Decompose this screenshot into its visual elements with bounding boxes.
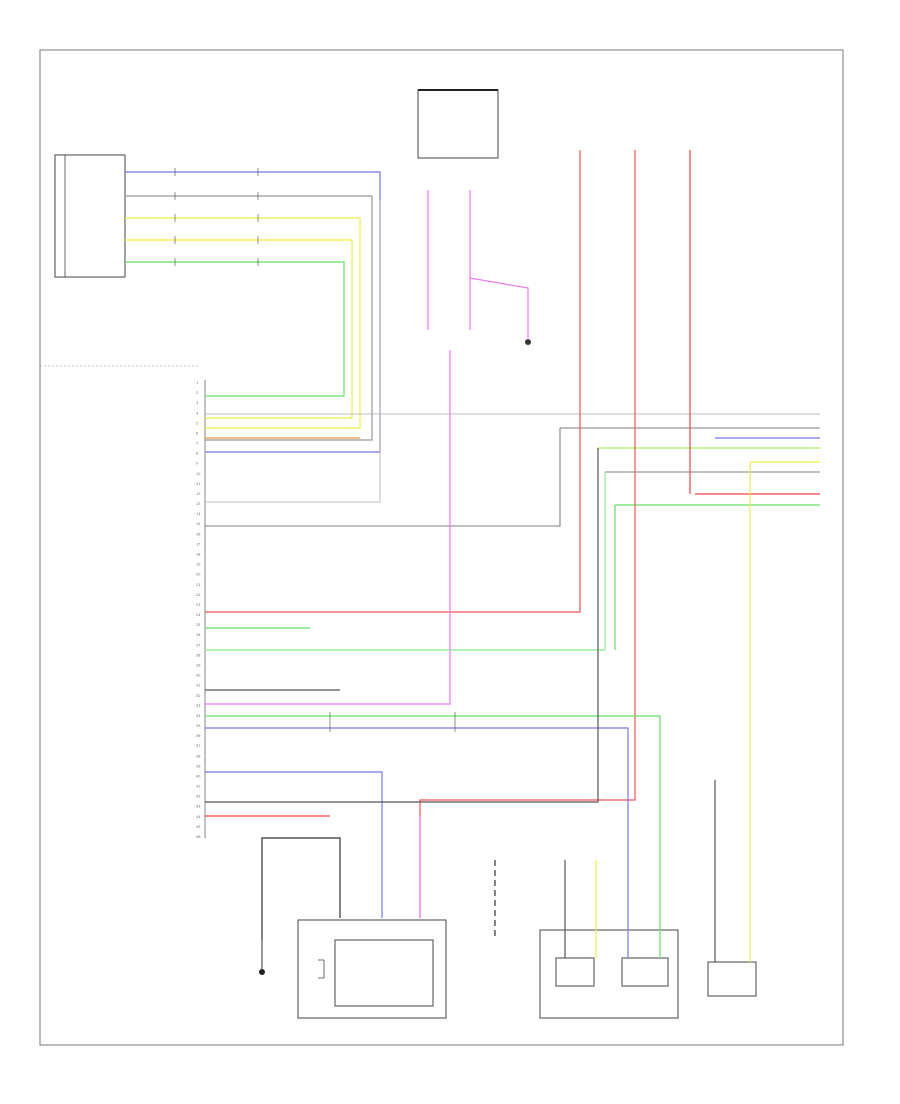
wire-pink-signal (205, 350, 451, 705)
module-pin-number: 39 (196, 764, 200, 768)
module-pin-number: 1 (196, 381, 198, 385)
module-pin-number: 2 (196, 391, 198, 395)
module-pin-number: 26 (196, 633, 200, 637)
module-pin-number: 3 (196, 401, 198, 405)
connector-marks (174, 168, 456, 732)
temp-sensor-connector (54, 154, 126, 278)
module-pin-number: 27 (196, 643, 200, 647)
module-pin-number: 40 (196, 775, 200, 779)
wire-sensor-yellow-2 (125, 239, 353, 419)
ac-relay-left (555, 957, 595, 987)
wire-blue-blower (205, 771, 383, 918)
wire-red-battery (205, 150, 581, 613)
module-pin-number: 13 (196, 502, 200, 506)
rear-component-box (707, 961, 757, 997)
wire-fuse-c-red (419, 150, 636, 918)
diagram-frame (39, 49, 844, 1046)
module-pin-number: 4 (196, 411, 199, 415)
module-pin-number: 9 (196, 462, 198, 466)
blower-box-outline (297, 919, 447, 1019)
module-pin-number: 42 (196, 795, 200, 799)
module-pin-number: 18 (196, 553, 200, 557)
ac-relay-box (539, 929, 679, 1019)
ac-relay-right (621, 957, 669, 987)
module-pin-number: 19 (196, 563, 200, 567)
module-pin-number: 12 (196, 492, 200, 496)
module-pin-number: 23 (196, 603, 200, 607)
hvac-control-module (40, 365, 206, 838)
wire-layer (125, 150, 820, 962)
module-pin-number: 8 (196, 452, 198, 456)
wire-sensor-gray (125, 195, 373, 441)
module-pin-number: 34 (196, 714, 201, 718)
fuse-block (417, 89, 499, 159)
wire-ground-left (261, 837, 341, 940)
module-pin-number: 29 (196, 664, 200, 668)
module-pin-number: 43 (196, 805, 200, 809)
module-pin-number: 11 (196, 482, 200, 486)
wire-sensor-yellow (125, 217, 361, 429)
wire-dark-mid (205, 428, 561, 527)
module-pin-number: 38 (196, 754, 200, 758)
module-pin-number: 16 (196, 532, 200, 536)
wire-blue-hvac (205, 727, 629, 958)
module-pin-number: 44 (196, 815, 201, 819)
wire-green-hvac (205, 715, 661, 958)
module-pin-number: 10 (196, 472, 200, 476)
module-pin-number: 24 (196, 613, 201, 617)
wire-lightgreen-right (205, 472, 606, 651)
module-pin-number: 15 (196, 522, 200, 526)
wire-fuse-b-branch (469, 277, 529, 340)
blower-box-inner (334, 939, 434, 1007)
wire-sensor-blue (125, 171, 381, 453)
ac-relay-box-outline (539, 929, 679, 1019)
module-pin-number: 37 (196, 744, 200, 748)
module-pin-number: 22 (196, 593, 200, 597)
module-pin-number: 31 (196, 684, 200, 688)
module-pin-number: 41 (196, 785, 200, 789)
module-pin-number: 30 (196, 674, 200, 678)
module-pin-number: 5 (196, 421, 198, 425)
fuse-block-box (417, 89, 499, 159)
module-pin-number: 6 (196, 431, 198, 435)
wire-sensor-return (205, 200, 381, 503)
temp-sensor-box (54, 154, 126, 278)
ground-left (259, 940, 265, 975)
module-pin-number: 45 (196, 825, 200, 829)
module-pin-number: 28 (196, 653, 200, 657)
module-pin-number: 14 (196, 512, 201, 516)
module-pin-number: 32 (196, 694, 200, 698)
module-pin-number: 46 (196, 835, 200, 839)
ground-mid (525, 339, 531, 345)
module-pin-number: 33 (196, 704, 200, 708)
module-pin-number: 21 (196, 583, 200, 587)
module-pin-number: 36 (196, 734, 200, 738)
rear-box-outline (707, 961, 757, 997)
blower-control-box (297, 919, 447, 1019)
module-pin-number: 20 (196, 573, 200, 577)
pin-number-column: 1234567891011121314151617181920212223242… (196, 381, 201, 839)
wire-dark-bottom (205, 448, 599, 803)
wire-sensor-green (125, 261, 345, 397)
module-pin-number: 25 (196, 623, 200, 627)
module-pin-number: 7 (196, 442, 198, 446)
module-pin-number: 35 (196, 724, 200, 728)
module-pin-number: 17 (196, 542, 200, 546)
